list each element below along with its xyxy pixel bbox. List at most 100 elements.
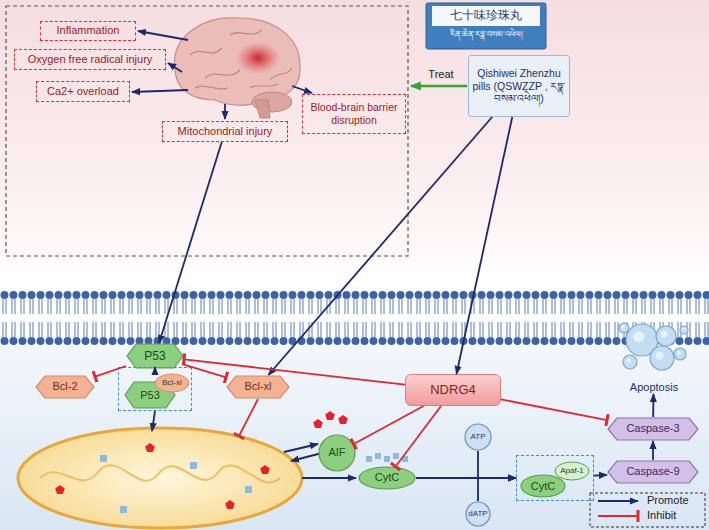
promote-connector (478, 478, 516, 501)
promote-connector (416, 477, 516, 479)
node-text: Bcl-xl (245, 380, 272, 393)
legend-sample (598, 515, 638, 517)
package-text: རིན་ཆེན་རཏྣ་བསམ་འཕེལ། (428, 30, 544, 40)
injury-arrow (292, 86, 312, 93)
hexagon (227, 376, 289, 398)
injury-box: Ca2+ overload (36, 81, 130, 102)
square-marker (375, 453, 381, 459)
bound-protein (555, 462, 589, 480)
pill-box-picture (426, 3, 546, 49)
promote-connector (154, 367, 156, 369)
cell-membrane (0, 290, 709, 346)
package-text: 七十味珍珠丸 (432, 8, 540, 22)
inhibit-arrow (239, 399, 258, 436)
apoptotic-body (656, 326, 676, 346)
promote-connector (268, 117, 492, 375)
apoptotic-body (619, 323, 629, 333)
protein-oval: CytC (358, 466, 416, 490)
square-marker (384, 456, 390, 462)
brain-gyri (190, 30, 292, 89)
hexagon (127, 344, 183, 368)
node-text: Bcl-xl (155, 378, 189, 388)
treat-label: Treat (414, 68, 468, 81)
node-text: Apoptosis (630, 381, 678, 394)
promote-connector (478, 451, 516, 478)
mitochondrion (18, 428, 302, 528)
node-text: Ca2+ overload (47, 85, 119, 98)
injury-arrow (224, 104, 226, 119)
protein-hexagon: Bcl-xl (226, 375, 290, 399)
caspase-hexagon: Caspase-3 (607, 417, 699, 441)
injury-box: Oxygen free radical injury (14, 49, 166, 70)
square-marker (190, 462, 197, 469)
promote-connector (594, 474, 607, 477)
inhibit-connector (354, 406, 424, 444)
node-text: CytC (375, 471, 399, 484)
apoptotic-core (626, 358, 631, 363)
apoptotic-core (621, 325, 625, 329)
square-marker (393, 453, 399, 459)
mitochondrial-cristae (40, 465, 280, 482)
apoptotic-core (682, 328, 685, 331)
release-arrow (302, 477, 356, 479)
protein-hexagon: Bcl-2 (35, 375, 95, 399)
caspase-hexagon: Caspase-9 (607, 460, 699, 484)
cytoplasm-band (0, 346, 709, 530)
square-marker (100, 455, 107, 462)
injury-arrow (132, 90, 188, 92)
injury-box: Mitochondrial injury (162, 121, 288, 142)
square-marker (366, 456, 372, 462)
molecule-circle: dATP (465, 501, 491, 527)
node-text: P53 (125, 389, 175, 402)
node-text: Bcl-2 (52, 380, 77, 393)
protein-complex: P53Bcl-xl (118, 367, 192, 411)
pentagon-marker (145, 443, 155, 452)
injury-box: Blood-brain barrier disruption (302, 94, 406, 134)
node-text: CytC (521, 480, 565, 493)
pentagon-marker (55, 485, 65, 494)
apoptotic-body (623, 355, 637, 369)
node-text: Inflammation (57, 24, 120, 37)
injury-arrow (168, 63, 182, 72)
apoptotic-core (655, 351, 663, 359)
protein-oval (521, 475, 565, 497)
pentagon-marker (225, 500, 235, 509)
node-text: Qishiwei Zhenzhu pills (QSWZZP , རཏྣ་བསམ… (469, 67, 569, 105)
legend-text: Promote (647, 494, 689, 507)
legend-sample (598, 500, 638, 502)
node-text: Caspase-9 (626, 465, 679, 478)
circle (319, 435, 355, 471)
apoptosis-icon: Apoptosis (612, 318, 696, 394)
apoptotic-body (674, 348, 686, 360)
square-marker (120, 506, 127, 513)
apoptotic-core (633, 331, 644, 342)
brain-stem (255, 100, 270, 118)
promote-connector (652, 394, 654, 417)
protein-hexagon: P53 (126, 343, 184, 369)
extracellular-band (0, 0, 709, 290)
treat-arrow (411, 85, 467, 88)
brain (175, 18, 301, 106)
pentagon-marker (260, 465, 270, 474)
inhibit-connector (184, 365, 226, 378)
legend-text: Inhibit (647, 509, 676, 522)
release-arrow (291, 453, 322, 461)
square-marker (245, 486, 252, 493)
hexagon (36, 376, 94, 398)
bound-protein (155, 374, 189, 392)
inhibit-connector (184, 359, 405, 384)
node-text: Oxygen free radical injury (28, 53, 153, 66)
node-text: Apaf-1 (555, 466, 589, 476)
injury-box: Inflammation (40, 21, 136, 41)
apoptotic-body (680, 326, 688, 334)
injury-frame (6, 6, 408, 256)
circle (465, 424, 491, 450)
inhibit-connector (95, 366, 126, 377)
node-text: P53 (144, 349, 165, 363)
node-text: dATP (468, 509, 487, 519)
protein-circle: AIF (318, 434, 356, 472)
release-arrow (284, 444, 318, 452)
hexagon (608, 461, 698, 483)
legend-frame (590, 493, 705, 527)
